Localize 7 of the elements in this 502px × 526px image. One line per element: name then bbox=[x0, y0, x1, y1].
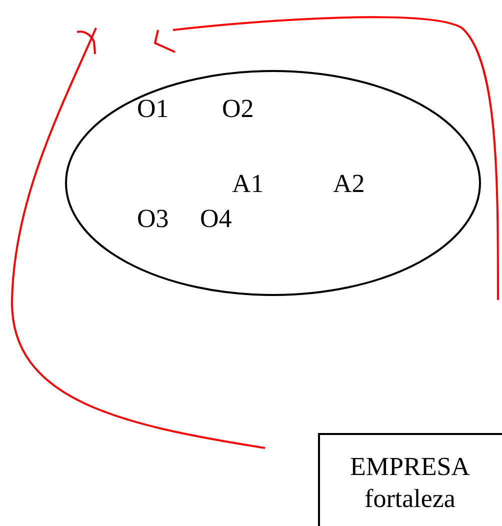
ellipse-label: O4 bbox=[200, 206, 232, 232]
text-box: EMPRESA fortaleza bbox=[318, 433, 502, 526]
ellipse-label: O2 bbox=[222, 96, 254, 122]
ellipse-label: O1 bbox=[137, 96, 169, 122]
ellipse-label: A2 bbox=[333, 171, 365, 197]
ellipse-label: O3 bbox=[137, 206, 169, 232]
ellipse-label: A1 bbox=[232, 171, 264, 197]
